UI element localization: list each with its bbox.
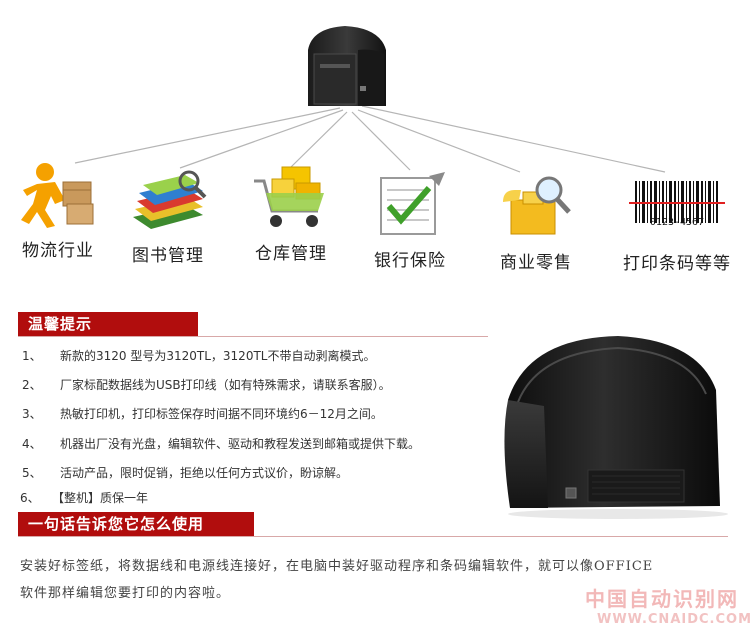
usage-line-1: 安装好标签纸，将数据线和电源线连接好，在电脑中装好驱动程序和条码编辑软件，就可以… [20,559,654,574]
app-label: 银行保险 [374,251,446,271]
warehouse-cart-icon [248,163,334,233]
app-barcode: 0123-4567 打印条码等等 [612,173,742,274]
connector-lines [74,105,666,173]
bank-checklist-icon [367,170,453,240]
app-banking: 银行保险 [360,170,460,271]
watermark-url: WWW.CNAIDC.COM [597,612,750,627]
barcode-number: 0123-4567 [649,217,705,228]
app-library: 图书管理 [118,165,218,266]
tips-divider [18,336,488,337]
app-label: 打印条码等等 [623,254,731,274]
usage-text: 安装好标签纸，将数据线和电源线连接好，在电脑中装好驱动程序和条码编辑软件，就可以… [20,553,740,607]
app-label: 物流行业 [22,241,94,261]
usage-divider [18,536,728,537]
thermal-printer-photo [488,330,728,520]
retail-magnifier-icon [493,172,579,242]
tips-header: 温馨提示 [18,312,198,336]
app-label: 商业零售 [500,253,572,273]
app-logistics: 物流行业 [8,160,108,261]
usage-header: 一句话告诉您它怎么使用 [18,512,254,536]
books-icon [125,165,211,235]
thermal-printer-image [300,20,390,115]
app-retail: 商业零售 [486,172,586,273]
usage-line-2: 软件那样编辑您要打印的内容啦。 [20,586,231,601]
app-label: 图书管理 [132,246,204,266]
watermark-cn: 中国自动识别网 [585,587,739,611]
barcode-icon [629,173,725,243]
logistics-courier-icon [15,160,101,230]
app-label: 仓库管理 [255,244,327,264]
app-warehouse: 仓库管理 [236,163,346,264]
